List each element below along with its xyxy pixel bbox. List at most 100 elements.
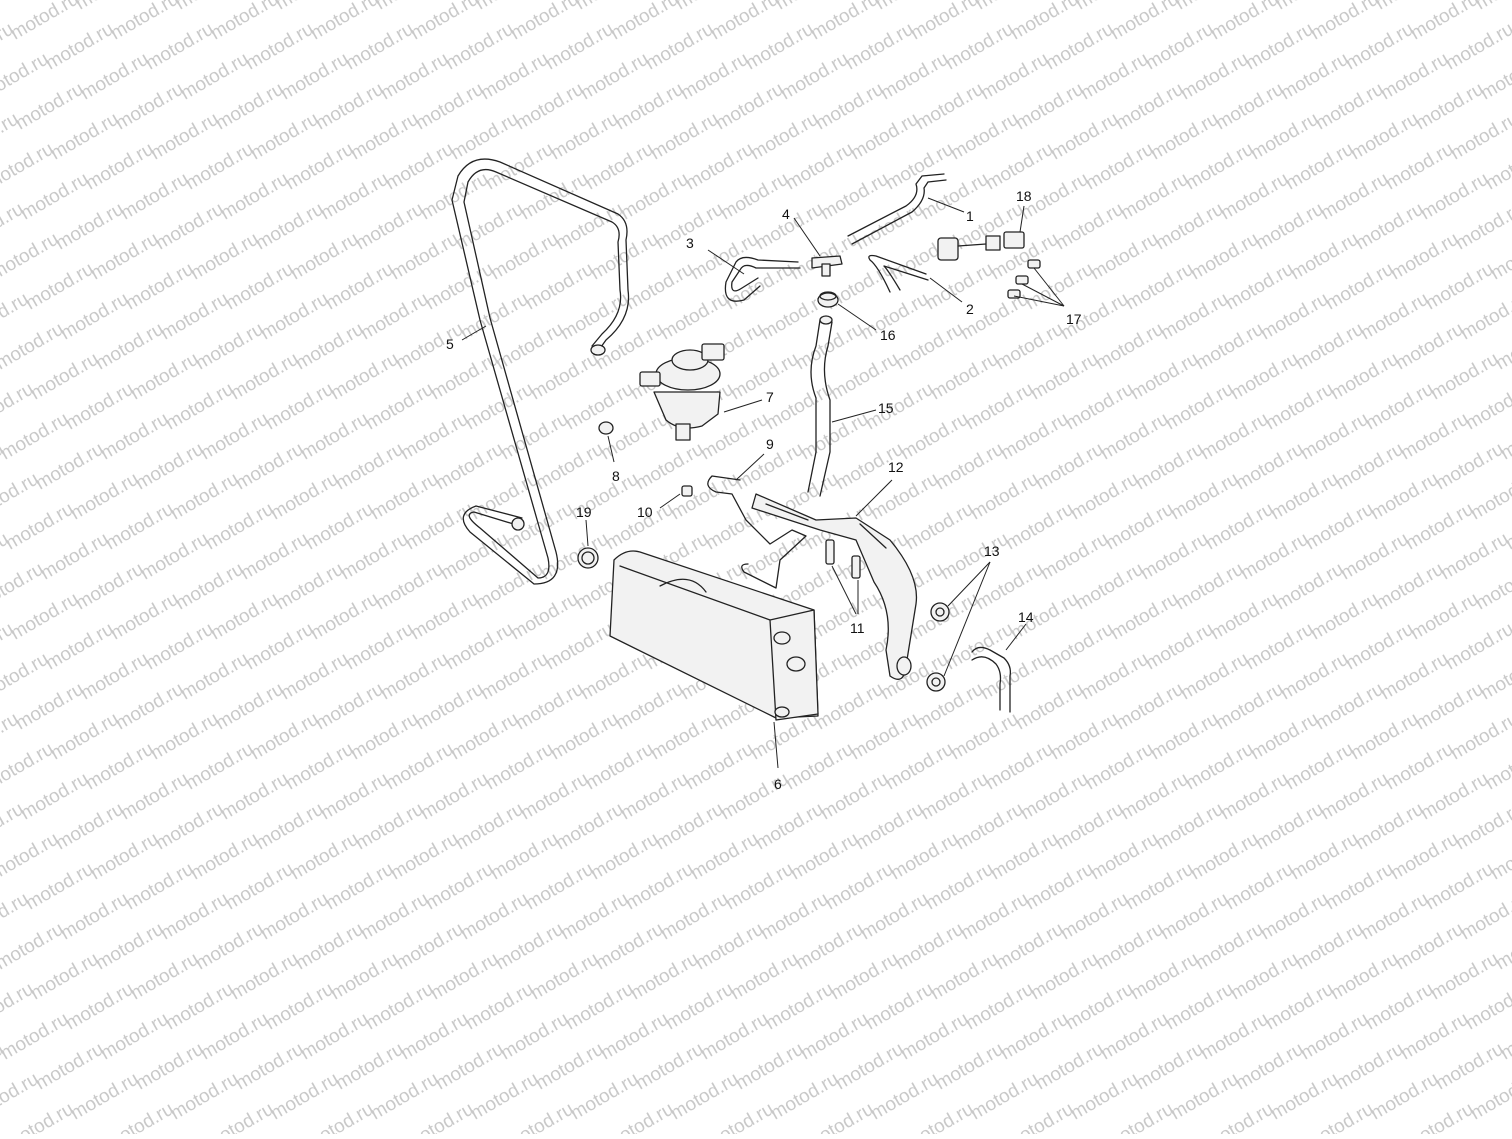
watermark-text: motod.ru bbox=[232, 439, 307, 495]
watermark-text: motod.ru bbox=[977, 49, 1052, 105]
callout-14: 14 bbox=[1018, 609, 1034, 625]
watermark-text: motod.ru bbox=[942, 619, 1017, 675]
watermark-text: motod.ru bbox=[992, 319, 1067, 375]
watermark-text: motod.ru bbox=[897, 1009, 972, 1065]
part-12-bracket bbox=[751, 493, 918, 680]
watermark-text: motod.ru bbox=[1417, 769, 1492, 825]
watermark-text: motod.ru bbox=[757, 889, 832, 945]
watermark-text: motod.ru bbox=[1212, 79, 1287, 135]
watermark-text: motod.ru bbox=[792, 319, 867, 375]
watermark-text: motod.ru bbox=[342, 619, 417, 675]
watermark-text: motod.ru bbox=[1387, 229, 1462, 285]
watermark-text: motod.ru bbox=[1312, 679, 1387, 735]
watermark-text: motod.ru bbox=[892, 919, 967, 975]
watermark-text: motod.ru bbox=[1307, 0, 1382, 44]
watermark-text: motod.ru bbox=[782, 139, 857, 195]
watermark-text: motod.ru bbox=[1102, 499, 1177, 555]
part-8-bolt bbox=[598, 421, 614, 435]
watermark-text: motod.ru bbox=[682, 139, 757, 195]
watermark-text: motod.ru bbox=[602, 1099, 677, 1134]
watermark-text: motod.ru bbox=[777, 49, 852, 105]
watermark-text: motod.ru bbox=[547, 109, 622, 165]
watermark-text: motod.ru bbox=[1052, 799, 1127, 855]
watermark-text: motod.ru bbox=[812, 679, 887, 735]
watermark-text: motod.ru bbox=[722, 859, 797, 915]
watermark-text: motod.ru bbox=[487, 829, 562, 885]
watermark-text: motod.ru bbox=[192, 319, 267, 375]
watermark-text: motod.ru bbox=[947, 709, 1022, 765]
watermark-text: motod.ru bbox=[0, 409, 72, 465]
watermark-text: motod.ru bbox=[387, 229, 462, 285]
watermark-text: motod.ru bbox=[1102, 1099, 1177, 1134]
watermark-text: motod.ru bbox=[217, 769, 292, 825]
watermark-text: motod.ru bbox=[882, 139, 957, 195]
watermark-text: motod.ru bbox=[22, 259, 97, 315]
watermark-text: motod.ru bbox=[1157, 889, 1232, 945]
watermark-text: motod.ru bbox=[237, 529, 312, 585]
watermark-text: motod.ru bbox=[592, 919, 667, 975]
watermark-text: motod.ru bbox=[262, 379, 337, 435]
callout-4: 4 bbox=[782, 206, 790, 222]
watermark-text: motod.ru bbox=[1267, 1069, 1342, 1125]
watermark-text: motod.ru bbox=[47, 109, 122, 165]
watermark-text: motod.ru bbox=[1197, 1009, 1272, 1065]
watermark-text: motod.ru bbox=[1262, 379, 1337, 435]
watermark-text: motod.ru bbox=[737, 529, 812, 585]
watermark-text: motod.ru bbox=[1227, 949, 1302, 1005]
watermark-text: motod.ru bbox=[167, 1069, 242, 1125]
watermark-text: motod.ru bbox=[1382, 739, 1457, 795]
watermark-text: motod.ru bbox=[622, 859, 697, 915]
watermark-text: motod.ru bbox=[1072, 559, 1147, 615]
watermark-text: motod.ru bbox=[1347, 109, 1422, 165]
callout-12: 12 bbox=[888, 459, 904, 475]
watermark-text: motod.ru bbox=[1112, 679, 1187, 735]
watermark-text: motod.ru bbox=[1357, 289, 1432, 345]
watermark-text: motod.ru bbox=[917, 769, 992, 825]
watermark-text: motod.ru bbox=[797, 409, 872, 465]
watermark-text: motod.ru bbox=[1027, 349, 1102, 405]
watermark-text: motod.ru bbox=[412, 679, 487, 735]
watermark-text: motod.ru bbox=[42, 619, 117, 675]
watermark-text: motod.ru bbox=[497, 1009, 572, 1065]
watermark-text: motod.ru bbox=[917, 169, 992, 225]
watermark-text: motod.ru bbox=[327, 349, 402, 405]
watermark-text: motod.ru bbox=[1347, 709, 1422, 765]
watermark-text: motod.ru bbox=[562, 979, 637, 1035]
watermark-text: motod.ru bbox=[1147, 709, 1222, 765]
callout-5: 5 bbox=[446, 336, 454, 352]
watermark-text: motod.ru bbox=[1412, 679, 1487, 735]
watermark-text: motod.ru bbox=[287, 229, 362, 285]
watermark-text: motod.ru bbox=[1087, 229, 1162, 285]
watermark-text: motod.ru bbox=[277, 49, 352, 105]
watermark-text: motod.ru bbox=[117, 769, 192, 825]
watermark-text: motod.ru bbox=[317, 769, 392, 825]
watermark-text: motod.ru bbox=[767, 1069, 842, 1125]
watermark-text: motod.ru bbox=[27, 349, 102, 405]
watermark-text: motod.ru bbox=[1422, 259, 1497, 315]
watermark-text: motod.ru bbox=[142, 19, 217, 75]
part-13-grommets bbox=[926, 602, 950, 692]
watermark-text: motod.ru bbox=[1437, 529, 1512, 585]
watermark-text: motod.ru bbox=[867, 1069, 942, 1125]
watermark-text: motod.ru bbox=[407, 0, 482, 44]
watermark-text: motod.ru bbox=[62, 379, 137, 435]
watermark-text: motod.ru bbox=[392, 319, 467, 375]
watermark-text: motod.ru bbox=[72, 559, 147, 615]
watermark-text: motod.ru bbox=[1257, 889, 1332, 945]
watermark-text: motod.ru bbox=[67, 469, 142, 525]
watermark-text: motod.ru bbox=[1372, 559, 1447, 615]
watermark-text: motod.ru bbox=[727, 349, 802, 405]
watermark-text: motod.ru bbox=[1152, 199, 1227, 255]
watermark-text: motod.ru bbox=[1337, 529, 1412, 585]
watermark-text: motod.ru bbox=[1242, 619, 1317, 675]
watermark-text: motod.ru bbox=[697, 1009, 772, 1065]
watermark-text: motod.ru bbox=[922, 859, 997, 915]
callout-8: 8 bbox=[612, 468, 620, 484]
watermark-text: motod.ru bbox=[982, 739, 1057, 795]
watermark-text: motod.ru bbox=[242, 619, 317, 675]
watermark-text: motod.ru bbox=[147, 109, 222, 165]
watermark-text: motod.ru bbox=[87, 829, 162, 885]
watermark-text: motod.ru bbox=[1332, 1039, 1407, 1095]
watermark-text: motod.ru bbox=[442, 19, 517, 75]
watermark-text: motod.ru bbox=[677, 49, 752, 105]
